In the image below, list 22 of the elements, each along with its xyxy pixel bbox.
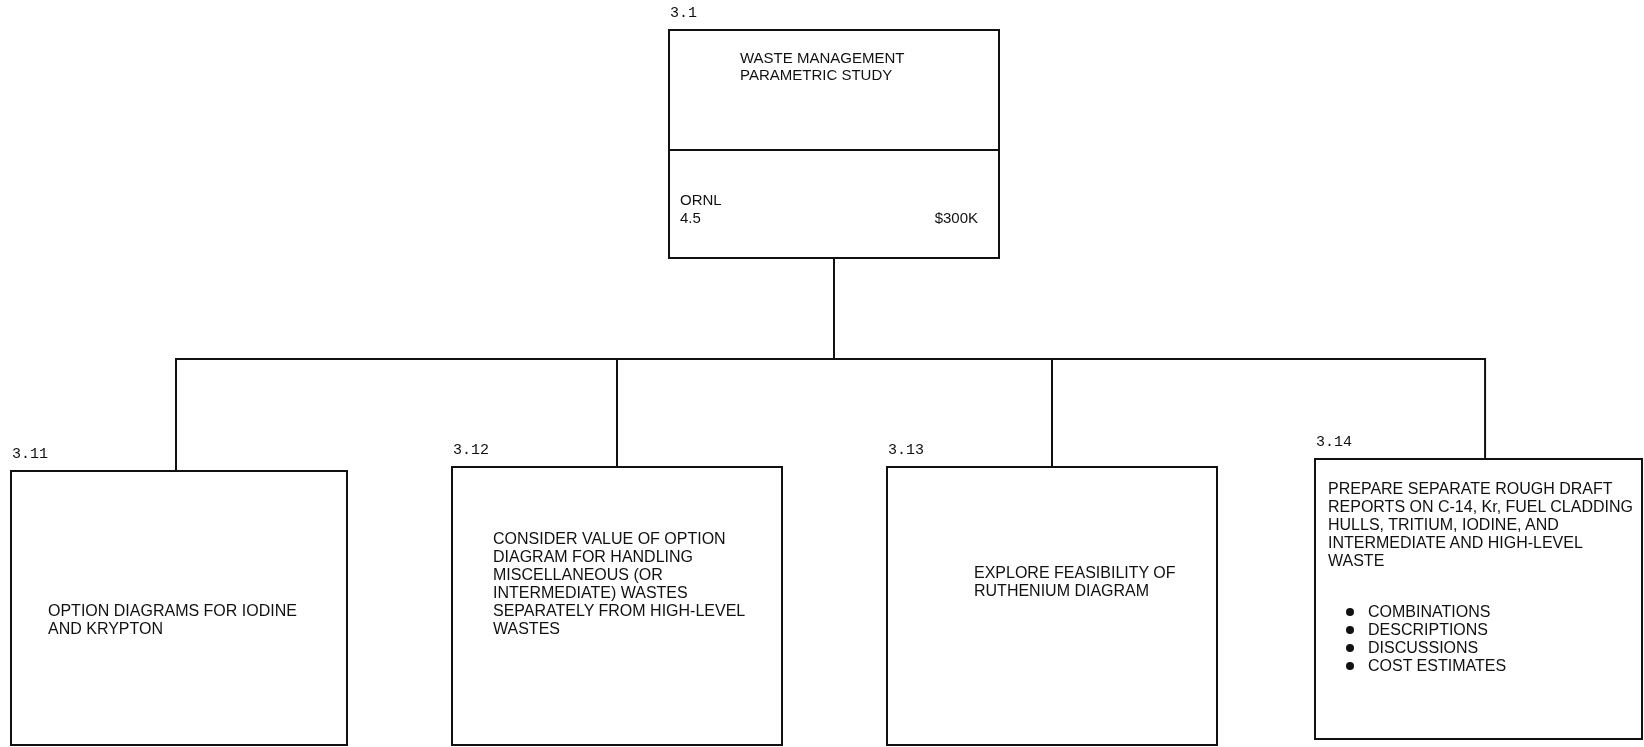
task-box <box>451 466 783 746</box>
task-box <box>668 29 1000 259</box>
cost-value: $300K <box>934 209 978 226</box>
bullet-text: DISCUSSIONS <box>1368 639 1479 656</box>
task-box <box>10 470 348 746</box>
task-box <box>886 466 1218 746</box>
task-box <box>1314 458 1643 740</box>
duration-value: 4.5 <box>680 209 701 226</box>
task-title: WASTE MANAGEMENT PARAMETRIC STUDY <box>740 49 906 83</box>
task-description: PREPARE SEPARATE ROUGH DRAFT REPORTS ON C-14, Kr, FUEL CLADDING HULLS, TRITIUM, IODINE, AND INTERMEDIATE AND HIGH-LEVEL WASTE <box>1328 480 1634 570</box>
task-number: 3.13 <box>888 442 924 459</box>
task-description: EXPLORE FEASIBILITY OF RUTHENIUM DIAGRAM <box>974 564 1177 600</box>
task-description: OPTION DIAGRAMS FOR IODINE AND KRYPTON <box>48 602 298 638</box>
task-number: 3.12 <box>453 442 489 459</box>
organization-label: ORNL <box>680 191 722 208</box>
bullet-text: COST ESTIMATES <box>1368 657 1507 674</box>
task-number: 3.11 <box>12 446 48 463</box>
task-number: 3.14 <box>1316 434 1352 451</box>
task-description: CONSIDER VALUE OF OPTION DIAGRAM FOR HANDLING MISCELLANEOUS (OR INTERMEDIATE) WASTES SEPARATELY FROM HIGH-LEVEL WASTES <box>493 530 746 638</box>
bullet-text: DESCRIPTIONS <box>1368 621 1488 638</box>
bullet-text: COMBINATIONS <box>1368 603 1491 620</box>
task-number: 3.1 <box>670 5 697 22</box>
